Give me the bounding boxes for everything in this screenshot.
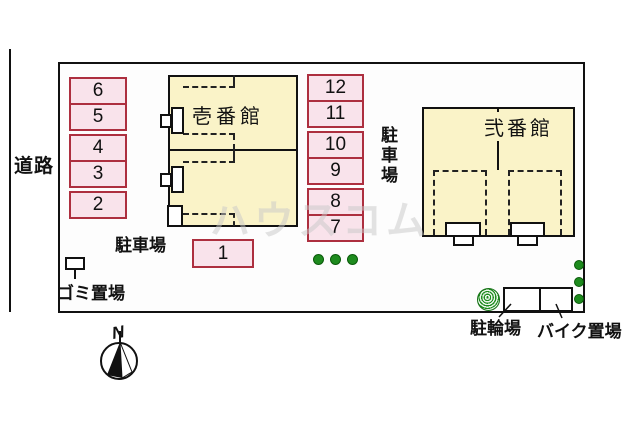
parking-lot-label-left: 駐車場	[115, 236, 166, 255]
garbage-leader-line	[74, 270, 76, 279]
building-1-dashed-line	[233, 75, 235, 87]
building-2-entrance-step	[453, 235, 474, 246]
building-1-dashed-line	[183, 86, 235, 88]
bicycle-parking-label: 駐輪場	[470, 319, 521, 338]
building-1-dashed-line	[183, 213, 235, 215]
watermark-text: ハウスコム	[210, 199, 430, 243]
road-label: 道路	[14, 156, 55, 177]
building-1-name: 壱番館	[190, 100, 266, 129]
building-1-dashed-line	[233, 134, 235, 150]
building-2-name: 弐番館	[482, 112, 555, 141]
building-1-entrance-step	[160, 114, 172, 128]
building-1-entrance-step	[171, 166, 184, 193]
parking-space-3: 3	[69, 160, 127, 188]
shrub-icon	[574, 277, 584, 287]
building-1-dashed-line	[183, 161, 235, 163]
building-1-entrance-step	[160, 173, 172, 187]
parking-space-2: 2	[69, 191, 127, 219]
shrub-icon	[313, 254, 324, 265]
parking-space-11: 11	[307, 100, 364, 128]
building-1-dashed-line	[233, 150, 235, 162]
parking-space-4: 4	[69, 134, 127, 162]
road-edge-line	[9, 49, 11, 312]
compass-needle-black	[107, 342, 122, 378]
parking-space-10: 10	[307, 131, 364, 159]
building-1-dashed-line	[183, 133, 235, 135]
parking-space-5: 5	[69, 103, 127, 131]
shrub-icon	[347, 254, 358, 265]
parking-lot-label-mid: 駐車場	[378, 126, 397, 186]
compass-icon	[100, 331, 138, 380]
shrub-icon	[574, 294, 584, 304]
parking-space-9: 9	[307, 157, 364, 185]
building-1-dashed-line	[233, 213, 235, 226]
bike-shed-divider	[539, 287, 541, 312]
building-2-balcony	[433, 170, 487, 235]
tree-icon	[477, 288, 500, 311]
parking-space-6: 6	[69, 77, 127, 105]
parking-space-1: 1	[192, 239, 254, 268]
building-1-entrance-step	[171, 107, 184, 134]
building-1-entrance-step	[167, 205, 183, 227]
parking-space-12: 12	[307, 74, 364, 102]
shrub-icon	[574, 260, 584, 270]
shrub-icon	[330, 254, 341, 265]
building-2-entrance-step	[517, 235, 538, 246]
parking-space-7: 7	[307, 214, 364, 242]
bike-shed-outline	[503, 287, 573, 312]
garbage-bin-icon	[65, 257, 85, 270]
building-2-balcony	[508, 170, 562, 235]
garbage-area-label: ゴミ置場	[57, 284, 125, 303]
motorcycle-parking-label: バイク置場	[537, 322, 622, 341]
